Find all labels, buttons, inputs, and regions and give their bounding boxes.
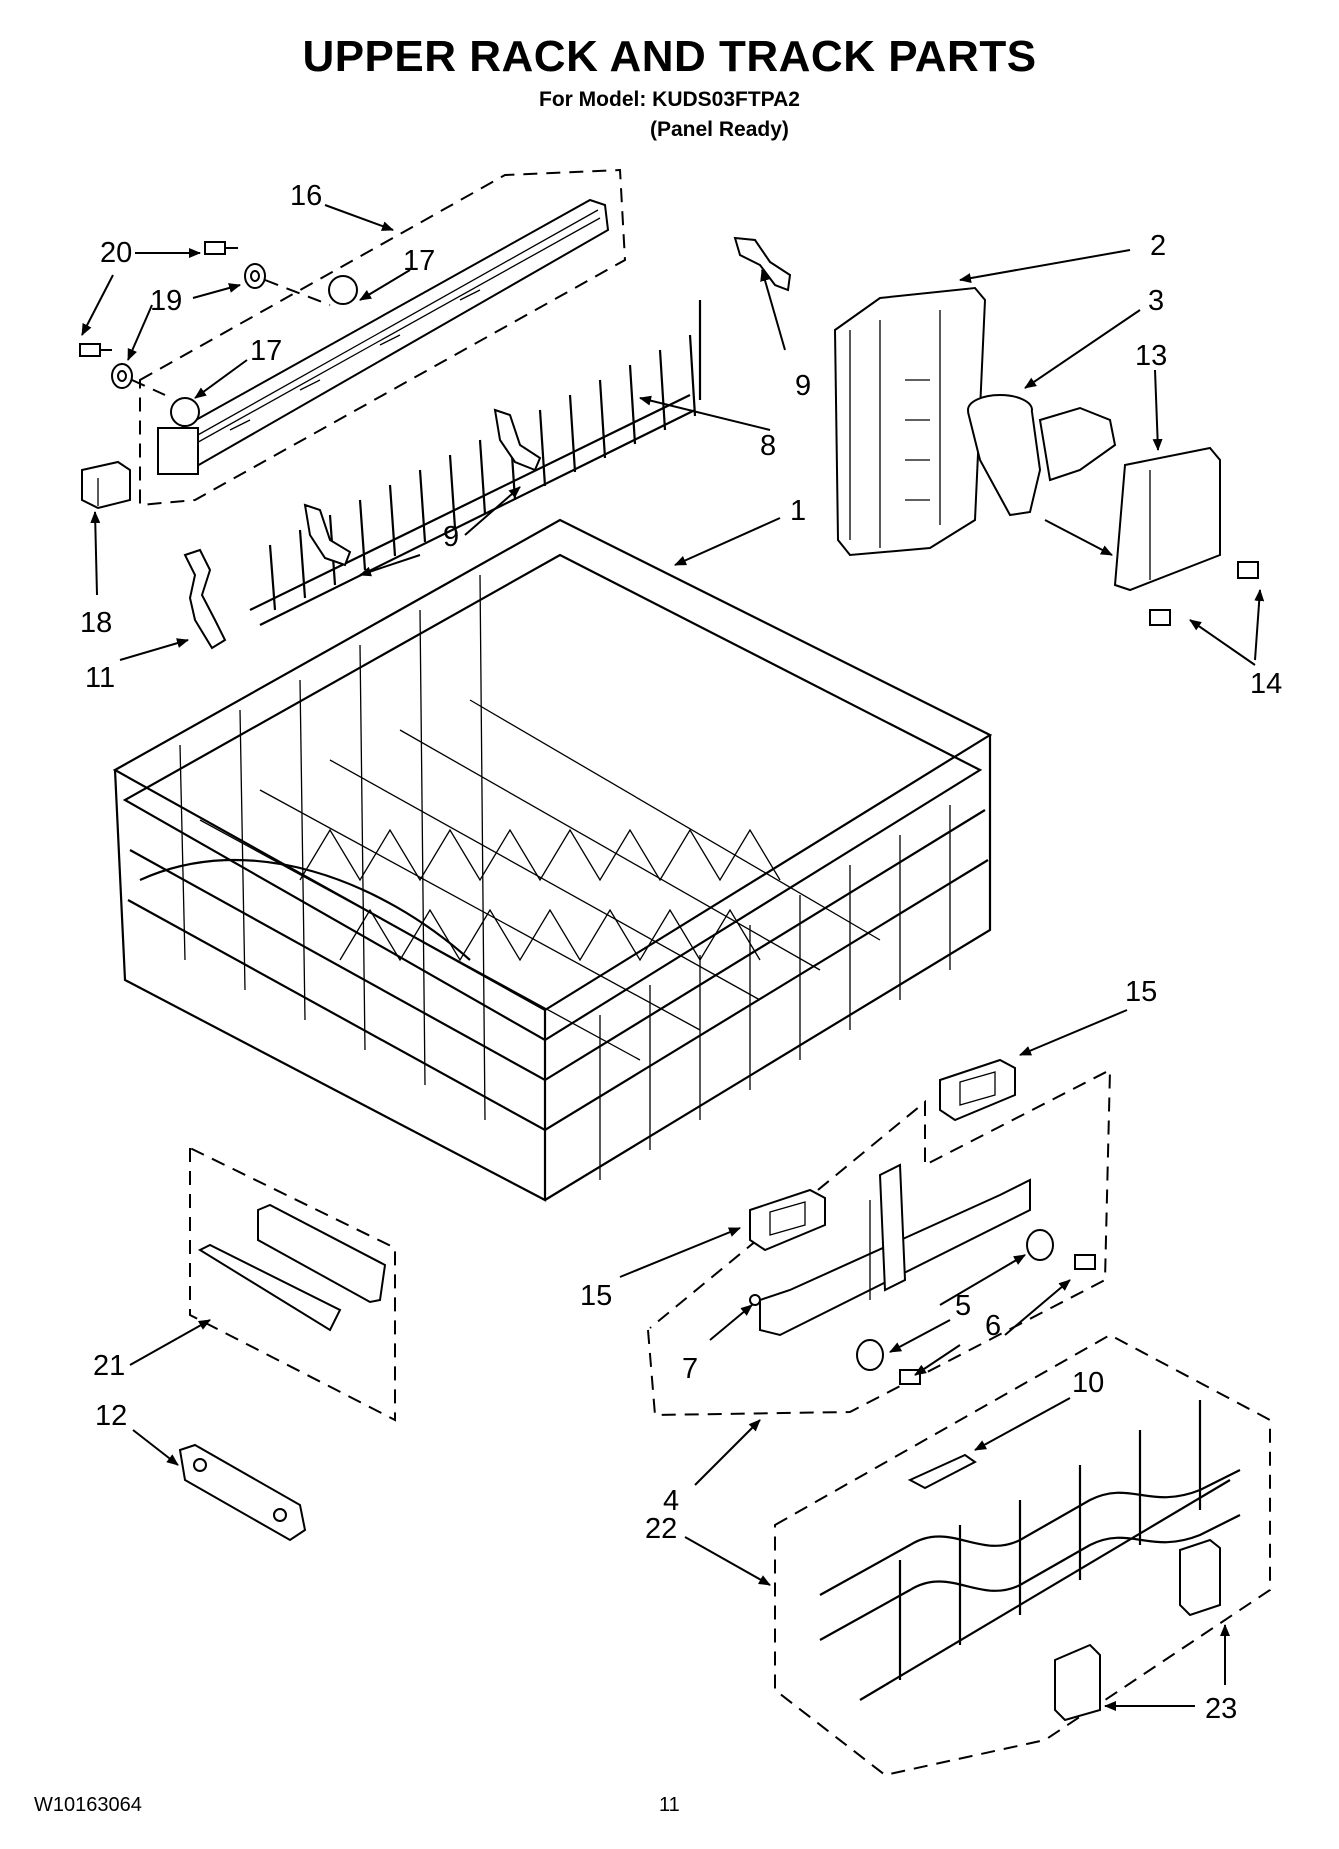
- callout-9-top: 9: [795, 370, 811, 402]
- callout-5: 5: [955, 1290, 971, 1322]
- callout-14: 14: [1250, 668, 1282, 700]
- callout-18: 18: [80, 607, 112, 639]
- bracket-2: [833, 286, 987, 557]
- clip-9-low: [303, 503, 352, 567]
- washer-dashed-guide-2: [131, 379, 166, 396]
- callout-leaders: [81, 204, 1265, 1711]
- callout-4: 4: [663, 1485, 679, 1517]
- callout-21: 21: [93, 1350, 125, 1382]
- callout-16: 16: [290, 180, 322, 212]
- callout-9-mid: 9: [443, 521, 459, 553]
- screw-20: [79, 241, 238, 357]
- callout-8: 8: [760, 430, 776, 462]
- callout-17-top: 17: [403, 245, 435, 277]
- clip-23-left: [1054, 1643, 1101, 1722]
- callout-numbers: 16 20 19 17 17 18 11 2 3 13 9 8 9 1 14 1…: [80, 180, 1282, 1725]
- nozzle-3: [967, 394, 1117, 517]
- callout-3: 3: [1148, 285, 1164, 317]
- upper-rack-1: [112, 518, 993, 1202]
- callout-2: 2: [1150, 230, 1166, 262]
- callout-23: 23: [1205, 1693, 1237, 1725]
- callout-22: 22: [645, 1513, 677, 1545]
- clip-15-right: [939, 1058, 1016, 1122]
- callout-15-left: 15: [580, 1280, 612, 1312]
- clip-9-top: [733, 236, 792, 292]
- page-number: 11: [659, 1794, 680, 1816]
- callout-10: 10: [1072, 1367, 1104, 1399]
- washer-dashed-guide: [264, 279, 331, 306]
- callout-12: 12: [95, 1400, 127, 1432]
- callout-19: 19: [150, 285, 182, 317]
- end-cap-18: [81, 460, 131, 510]
- model-line: For Model: KUDS03FTPA2: [539, 88, 800, 111]
- callout-13: 13: [1135, 340, 1167, 372]
- washer-19: [111, 263, 266, 389]
- callout-7: 7: [682, 1353, 698, 1385]
- handle-group-21: [189, 1146, 396, 1422]
- callout-15-right: 15: [1125, 976, 1157, 1008]
- track-stop-assembly-4: [647, 1068, 1112, 1417]
- clip-23-right: [1179, 1538, 1221, 1617]
- callout-6: 6: [985, 1310, 1001, 1342]
- callout-1: 1: [790, 495, 806, 527]
- panel-ready-note: (Panel Ready): [650, 118, 789, 141]
- track-assembly-group: [139, 168, 627, 507]
- clip-9-mid: [493, 408, 542, 472]
- tine-row-8: [249, 300, 702, 626]
- callout-20: 20: [100, 237, 132, 269]
- screw-14: [1149, 561, 1259, 626]
- document-number: W10163064: [34, 1794, 142, 1816]
- page-title: UPPER RACK AND TRACK PARTS: [302, 32, 1037, 81]
- clip-15-left: [749, 1188, 826, 1252]
- cover-13: [1113, 446, 1221, 592]
- clip-11: [183, 548, 227, 650]
- rack-adjuster-group-22: [774, 1333, 1271, 1777]
- callout-11: 11: [85, 662, 115, 694]
- callout-17-bottom: 17: [250, 335, 282, 367]
- bracket-12: [178, 1443, 307, 1542]
